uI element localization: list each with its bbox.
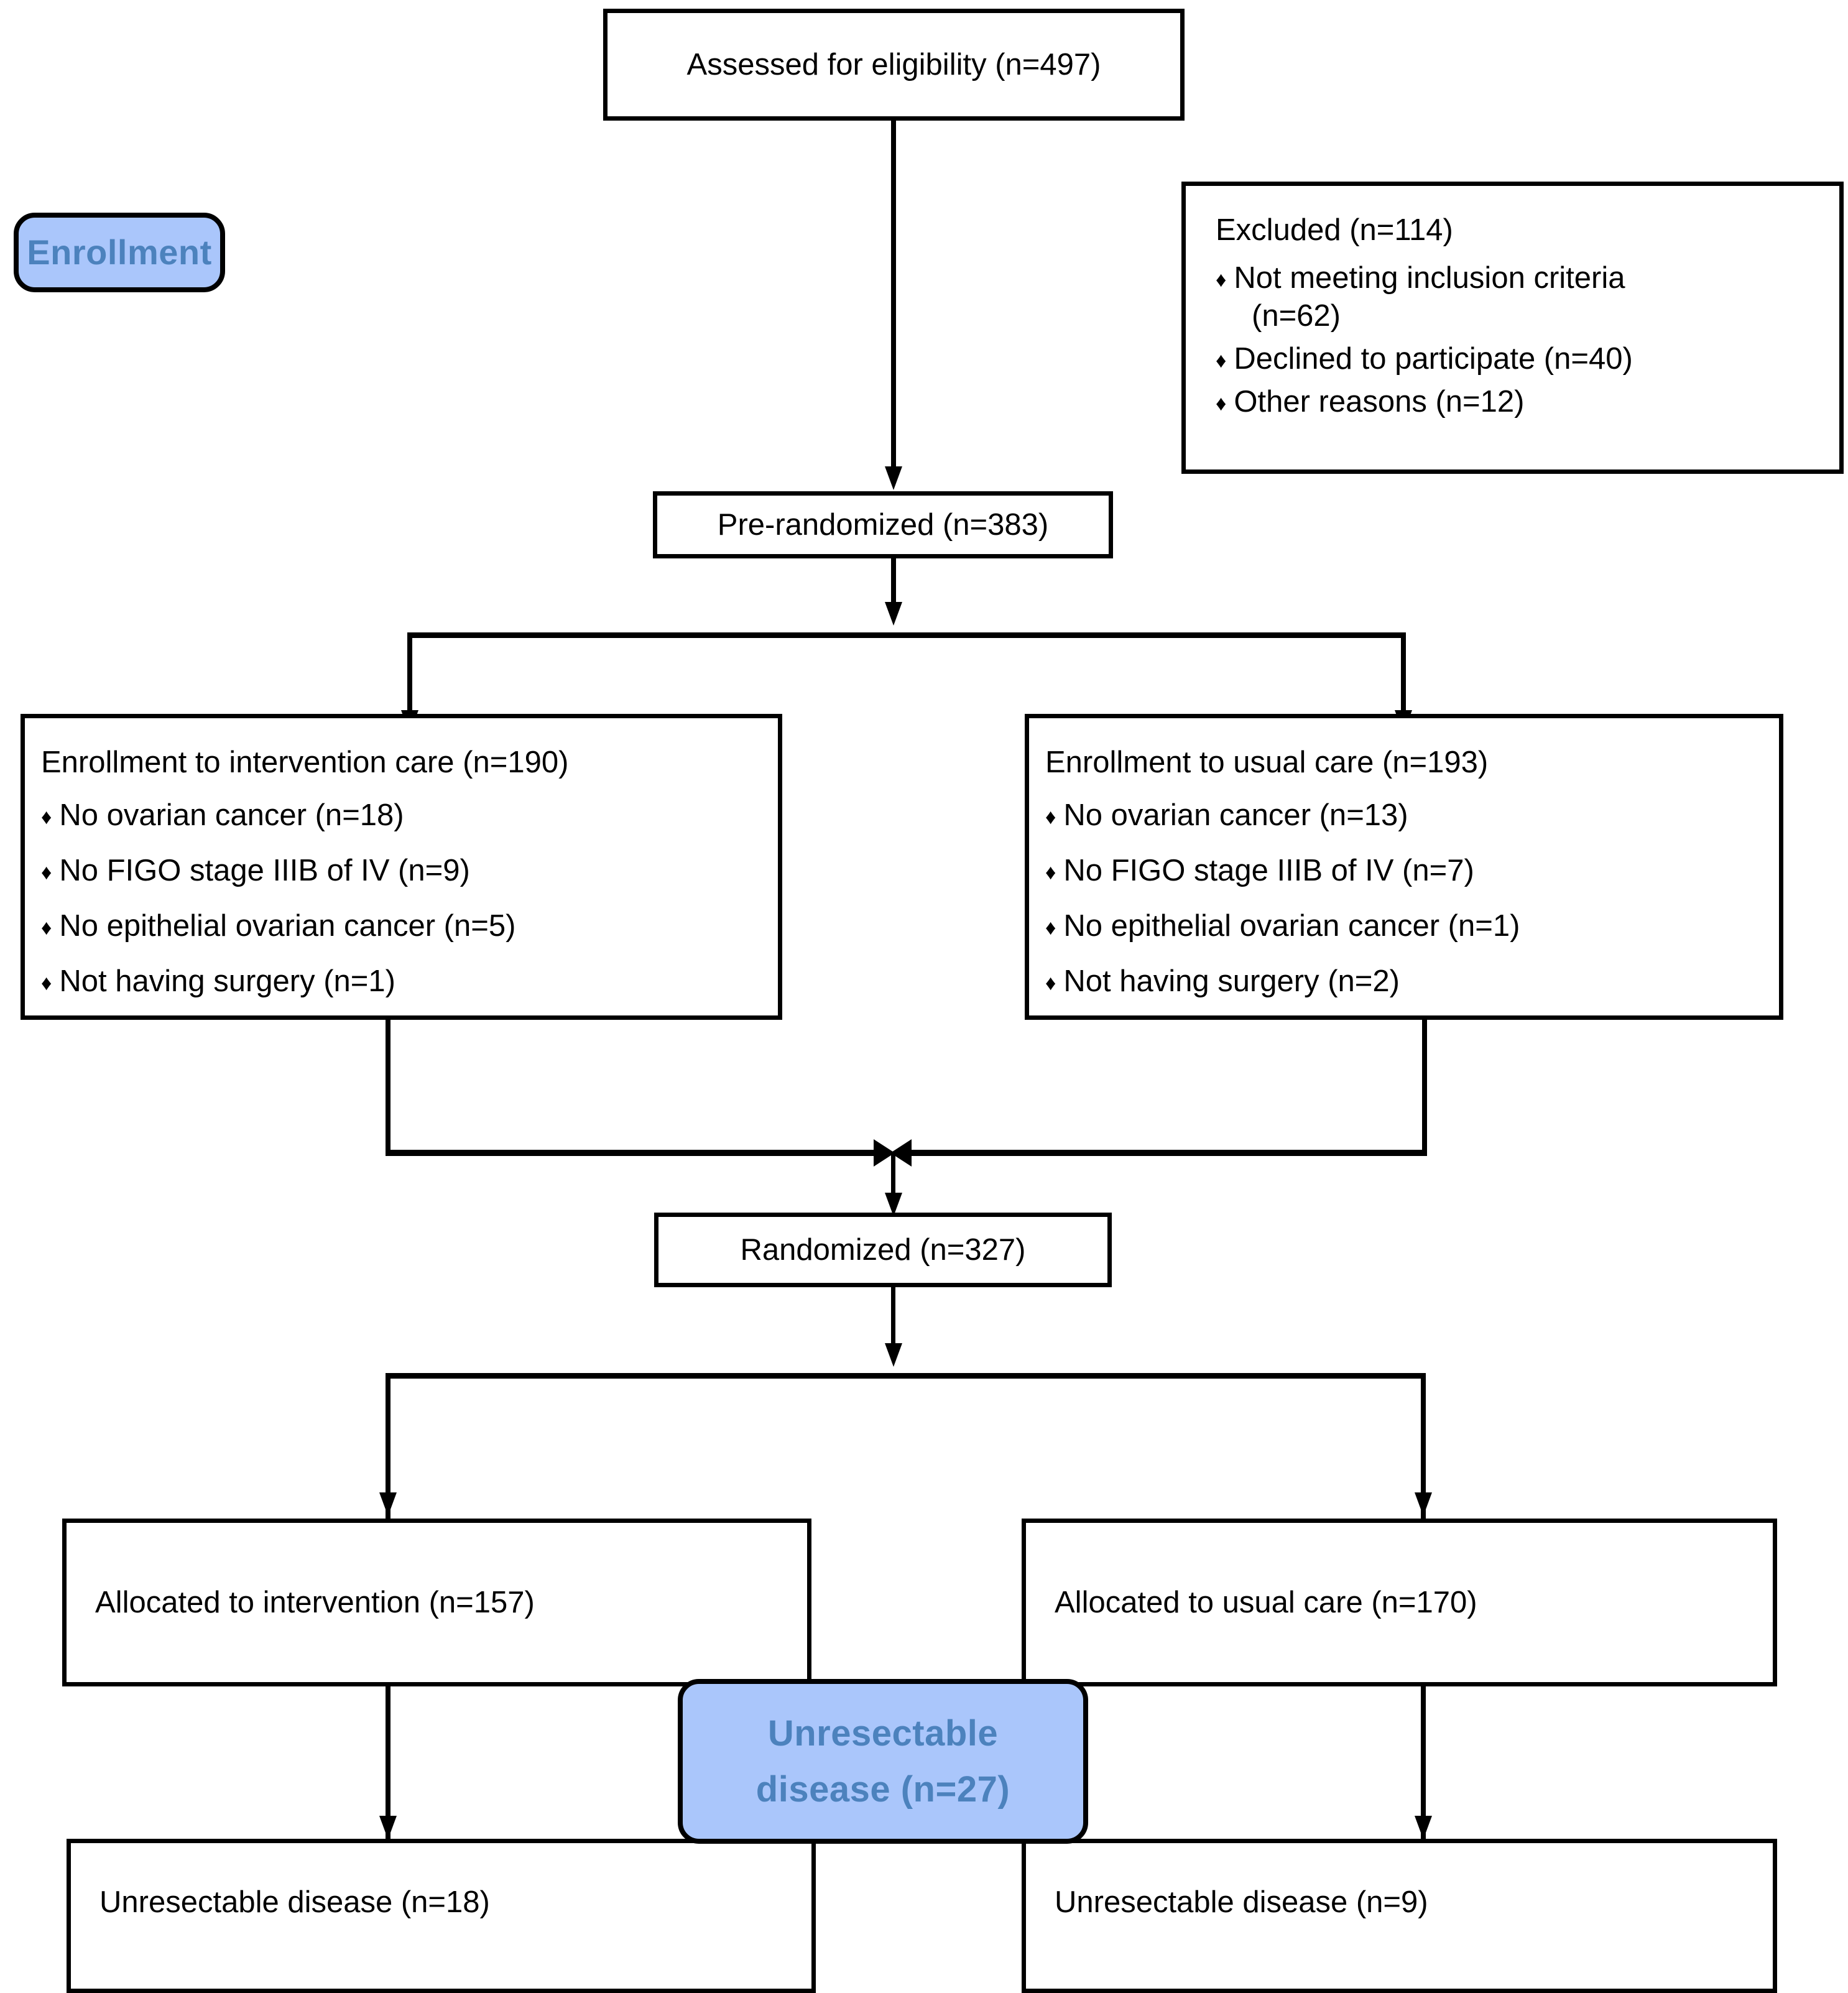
list-item: ♦ Not having surgery (n=1) bbox=[41, 964, 778, 999]
pre-randomized-title: Pre-randomized (n=383) bbox=[717, 507, 1049, 542]
connector-merge-bar-right bbox=[909, 1150, 1427, 1156]
connector-alloc-usual-to-unresectable bbox=[1421, 1686, 1426, 1839]
arrowhead-prerandomized-in bbox=[885, 466, 902, 490]
diamond-bullet-icon: ♦ bbox=[41, 971, 52, 995]
enroll-int-bullet-0: No ovarian cancer (n=18) bbox=[59, 798, 404, 832]
enrollment-usual-title: Enrollment to usual care (n=193) bbox=[1045, 746, 1489, 779]
arrowhead-split-top bbox=[885, 602, 902, 626]
enroll-int-bullet-1: No FIGO stage IIIB of IV (n=9) bbox=[59, 853, 470, 887]
arrowhead-alloc-split-top bbox=[885, 1343, 902, 1367]
list-item: ♦ No FIGO stage IIIB of IV (n=9) bbox=[41, 854, 778, 888]
excluded-bullet-0-cont: (n=62) bbox=[1252, 298, 1341, 333]
node-excluded: Excluded (n=114) ♦ Not meeting inclusion … bbox=[1181, 182, 1844, 474]
connector-merge-left-drop bbox=[386, 1020, 390, 1155]
enroll-usual-bullet-3: Not having surgery (n=2) bbox=[1063, 964, 1400, 998]
arrowhead-alloc-intervention-in bbox=[379, 1492, 397, 1516]
connector-merge-right-drop bbox=[1422, 1020, 1427, 1155]
connector-alloc-split-bar bbox=[386, 1373, 1425, 1379]
connector-alloc-left-drop bbox=[386, 1373, 390, 1519]
diamond-bullet-icon: ♦ bbox=[1216, 391, 1227, 415]
diamond-bullet-icon: ♦ bbox=[1216, 348, 1227, 372]
node-randomized: Randomized (n=327) bbox=[654, 1213, 1112, 1287]
excluded-bullet-2-text: Other reasons (n=12) bbox=[1234, 384, 1525, 418]
excluded-bullet-0-text: Not meeting inclusion criteria bbox=[1234, 261, 1625, 295]
allocated-intervention-title: Allocated to intervention (n=157) bbox=[95, 1585, 535, 1619]
node-unresectable-usual: Unresectable disease (n=9) bbox=[1022, 1839, 1777, 1993]
node-unresectable-intervention: Unresectable disease (n=18) bbox=[67, 1839, 816, 1993]
diamond-bullet-icon: ♦ bbox=[1045, 915, 1056, 940]
list-item: (n=62) bbox=[1216, 299, 1839, 333]
connector-assessed-to-prerandomized bbox=[891, 121, 896, 469]
enroll-int-bullet-2: No epithelial ovarian cancer (n=5) bbox=[59, 909, 516, 943]
node-assessed-for-eligibility: Assessed for eligibility (n=497) bbox=[603, 9, 1185, 121]
randomized-title: Randomized (n=327) bbox=[740, 1232, 1026, 1267]
excluded-title: Excluded (n=114) bbox=[1216, 213, 1453, 247]
enroll-usual-bullet-1: No FIGO stage IIIB of IV (n=7) bbox=[1063, 853, 1474, 887]
stage-badge-enrollment: Enrollment bbox=[14, 213, 225, 292]
connector-merge-to-randomized bbox=[891, 1154, 895, 1200]
connector-split-right-drop bbox=[1401, 632, 1406, 737]
list-item: ♦ No ovarian cancer (n=18) bbox=[41, 798, 778, 833]
connector-split-bar-enrollment bbox=[407, 632, 1406, 638]
connector-split-left-drop bbox=[407, 632, 412, 737]
unresectable-intervention-title: Unresectable disease (n=18) bbox=[99, 1885, 490, 1919]
node-allocated-to-intervention: Allocated to intervention (n=157) bbox=[62, 1519, 811, 1686]
diamond-bullet-icon: ♦ bbox=[41, 915, 52, 940]
arrowhead-randomized-in bbox=[885, 1193, 902, 1216]
node-enrollment-usual-care: Enrollment to usual care (n=193) ♦ No ova… bbox=[1025, 714, 1783, 1020]
diamond-bullet-icon: ♦ bbox=[41, 805, 52, 829]
stage-badge-enrollment-label: Enrollment bbox=[27, 232, 212, 272]
list-item: ♦ No epithelial ovarian cancer (n=5) bbox=[41, 909, 778, 943]
node-allocated-to-usual-care: Allocated to usual care (n=170) bbox=[1022, 1519, 1777, 1686]
arrowhead-unresectable-intervention-in bbox=[379, 1816, 397, 1839]
diamond-bullet-icon: ♦ bbox=[1045, 971, 1056, 995]
enroll-usual-bullet-0: No ovarian cancer (n=13) bbox=[1063, 798, 1408, 832]
connector-alloc-intervention-to-unresectable bbox=[386, 1686, 390, 1839]
diamond-bullet-icon: ♦ bbox=[41, 860, 52, 884]
connector-prerandomized-stem bbox=[891, 558, 896, 604]
enroll-usual-bullet-2: No epithelial ovarian cancer (n=1) bbox=[1063, 909, 1520, 943]
list-item: ♦ No FIGO stage IIIB of IV (n=7) bbox=[1045, 854, 1779, 888]
list-item: ♦ No ovarian cancer (n=13) bbox=[1045, 798, 1779, 833]
stage-badge-unresectable-disease: Unresectable disease (n=27) bbox=[678, 1679, 1088, 1844]
node-enrollment-intervention-care: Enrollment to intervention care (n=190) … bbox=[21, 714, 782, 1020]
stage-badge-unresectable-line1: Unresectable bbox=[767, 1713, 999, 1754]
unresectable-usual-title: Unresectable disease (n=9) bbox=[1055, 1885, 1428, 1919]
node-pre-randomized: Pre-randomized (n=383) bbox=[653, 491, 1113, 558]
list-item: ♦ Declined to participate (n=40) bbox=[1216, 342, 1839, 376]
list-item: ♦ Not having surgery (n=2) bbox=[1045, 964, 1779, 999]
excluded-bullet-1-text: Declined to participate (n=40) bbox=[1234, 341, 1633, 376]
list-item: ♦ Other reasons (n=12) bbox=[1216, 385, 1839, 419]
diamond-bullet-icon: ♦ bbox=[1045, 860, 1056, 884]
arrowhead-unresectable-usual-in bbox=[1415, 1816, 1432, 1839]
enrollment-intervention-bullet-list: ♦ No ovarian cancer (n=18) ♦ No FIGO stage… bbox=[41, 798, 778, 999]
excluded-bullet-list: ♦ Not meeting inclusion criteria (n=62) ♦… bbox=[1216, 261, 1839, 419]
stage-badge-unresectable-line2: disease (n=27) bbox=[755, 1769, 1010, 1810]
diamond-bullet-icon: ♦ bbox=[1045, 805, 1056, 829]
connector-merge-bar-left bbox=[386, 1150, 880, 1156]
diamond-bullet-icon: ♦ bbox=[1216, 267, 1227, 292]
list-item: ♦ Not meeting inclusion criteria bbox=[1216, 261, 1839, 295]
assessed-title: Assessed for eligibility (n=497) bbox=[686, 47, 1101, 81]
list-item: ♦ No epithelial ovarian cancer (n=1) bbox=[1045, 909, 1779, 943]
enroll-int-bullet-3: Not having surgery (n=1) bbox=[59, 964, 395, 998]
connector-randomized-stem bbox=[891, 1287, 895, 1347]
enrollment-usual-bullet-list: ♦ No ovarian cancer (n=13) ♦ No FIGO stage… bbox=[1045, 798, 1779, 999]
arrowhead-alloc-usual-in bbox=[1415, 1492, 1432, 1516]
allocated-usual-title: Allocated to usual care (n=170) bbox=[1055, 1585, 1477, 1619]
connector-alloc-right-drop bbox=[1421, 1373, 1426, 1519]
enrollment-intervention-title: Enrollment to intervention care (n=190) bbox=[41, 746, 569, 779]
